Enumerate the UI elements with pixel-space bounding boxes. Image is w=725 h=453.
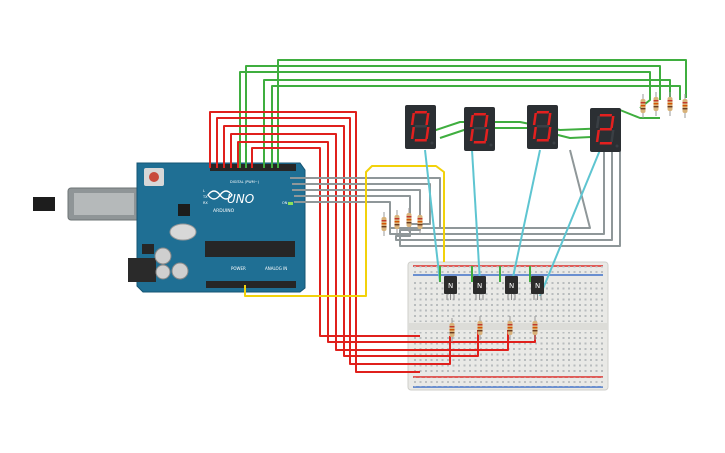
segment-g — [536, 125, 549, 128]
decimal-point — [615, 144, 619, 148]
segment-f — [532, 113, 537, 125]
cyan-wire-1[interactable] — [424, 149, 441, 283]
segment-c — [610, 130, 615, 142]
red-wire-3[interactable] — [223, 125, 479, 357]
resistor-mid-2[interactable] — [394, 210, 400, 234]
gray-wire-4[interactable] — [294, 150, 613, 241]
segment-b — [425, 113, 430, 125]
segment-a — [473, 113, 486, 116]
resistor-top-3[interactable] — [667, 92, 673, 116]
red-wire-2[interactable] — [216, 117, 451, 365]
segment-c — [484, 129, 489, 141]
transistor-2[interactable]: N — [473, 276, 486, 300]
resistor-mid-1[interactable] — [381, 212, 387, 236]
decimal-point — [552, 141, 556, 145]
segment-e — [595, 130, 600, 142]
resistor-top-1[interactable] — [640, 94, 646, 118]
on-label: ON — [282, 201, 288, 205]
segment-d — [536, 139, 549, 142]
resistor-bottom-3[interactable] — [507, 316, 513, 340]
segment-g — [473, 127, 486, 130]
green-bus-1[interactable] — [429, 121, 611, 133]
segment-d — [473, 141, 486, 144]
gray-wire-5[interactable] — [294, 150, 605, 235]
resistors — [381, 92, 688, 342]
power-jack — [128, 258, 156, 282]
digital-label: DIGITAL (PWM~) — [230, 180, 260, 184]
seven-segment-displays — [405, 105, 621, 152]
green-wire-1[interactable] — [239, 71, 651, 168]
power-label: POWER — [231, 266, 246, 271]
analog-label: ANALOG IN — [265, 266, 287, 271]
resistor-bottom-1[interactable] — [449, 318, 455, 342]
resistor-bottom-2[interactable] — [477, 316, 483, 340]
seven-segment-display-2 — [464, 107, 495, 151]
tx-label: TX — [202, 195, 208, 199]
arduino-board[interactable]: ARDUINO UNO DIGITAL (PWM~) POWER ANALOG … — [33, 162, 306, 293]
resistor-mid-3[interactable] — [406, 208, 412, 232]
cyan-wire-4[interactable] — [539, 149, 601, 297]
decimal-point — [430, 141, 434, 145]
segment-b — [610, 116, 615, 128]
resistor-top-2[interactable] — [653, 92, 659, 116]
green-bus-3[interactable] — [619, 109, 660, 119]
rx-label: RX — [203, 201, 208, 205]
segment-a — [599, 114, 612, 117]
segment-e — [410, 127, 415, 139]
gray-wire-6[interactable] — [389, 149, 591, 229]
transistor-1[interactable]: N — [444, 276, 457, 300]
segment-c — [547, 127, 552, 139]
transistor-4[interactable]: N — [531, 276, 544, 300]
segment-f — [595, 116, 600, 128]
green-wire-5[interactable] — [277, 59, 687, 168]
segment-e — [469, 129, 474, 141]
red-wire-1[interactable] — [209, 111, 420, 373]
model-label: UNO — [227, 192, 254, 206]
usb-connector-tip — [33, 197, 55, 211]
segment-a — [536, 111, 549, 114]
segment-e — [532, 127, 537, 139]
segment-g — [414, 125, 427, 128]
cyan-wire-3[interactable] — [511, 149, 541, 283]
segment-d — [414, 139, 427, 142]
resistor-bottom-4[interactable] — [532, 316, 538, 340]
seven-segment-display-4 — [590, 108, 621, 152]
red-wire-6[interactable] — [251, 147, 420, 337]
transistor-label: N — [535, 282, 540, 290]
microcontroller-chip — [205, 241, 295, 257]
segment-f — [410, 113, 415, 125]
segment-g — [599, 128, 612, 131]
decimal-point — [489, 143, 493, 147]
gray-wire-3[interactable] — [292, 150, 621, 247]
transistor-label: N — [477, 282, 482, 290]
segment-d — [599, 142, 612, 145]
seven-segment-display-1 — [405, 105, 436, 149]
transistor-label: N — [448, 282, 453, 290]
brand-label: ARDUINO — [213, 208, 235, 214]
resistor-mid-4[interactable] — [417, 210, 423, 234]
l-label: L — [203, 189, 205, 193]
green-wire-3[interactable] — [263, 79, 671, 168]
red-wire-4[interactable] — [230, 133, 509, 351]
segment-b — [547, 113, 552, 125]
segment-a — [414, 111, 427, 114]
yellow-wire[interactable] — [244, 165, 445, 297]
segment-f — [469, 115, 474, 127]
power-analog-header — [206, 281, 296, 288]
cyan-wire-2[interactable] — [471, 149, 481, 283]
resistor-top-4[interactable] — [682, 94, 688, 118]
segment-c — [425, 127, 430, 139]
transistor-3[interactable]: N — [505, 276, 518, 300]
transistor-label: N — [509, 282, 514, 290]
segment-b — [484, 115, 489, 127]
seven-segment-display-3 — [527, 105, 558, 149]
